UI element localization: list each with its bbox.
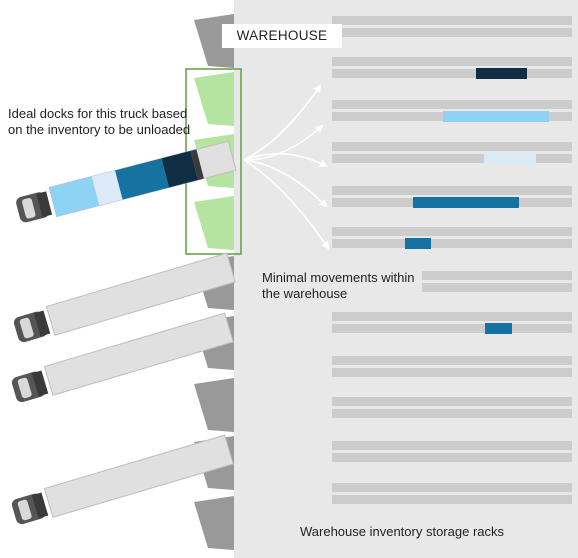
rack bbox=[332, 227, 572, 249]
truck-windshield bbox=[17, 377, 32, 399]
truck-windshield bbox=[17, 499, 32, 521]
rack bbox=[332, 483, 572, 504]
rack-bar bbox=[332, 16, 572, 25]
cargo-block bbox=[91, 170, 123, 206]
dock bbox=[194, 496, 234, 550]
inventory-block bbox=[485, 323, 512, 334]
rack-bar bbox=[332, 495, 572, 504]
rack-bar bbox=[422, 283, 572, 292]
ideal-docks-note: Ideal docks for this truck based on the … bbox=[8, 106, 191, 137]
rack-bar bbox=[332, 100, 572, 109]
rack-bar bbox=[332, 312, 572, 321]
truck-cab-back bbox=[31, 492, 49, 519]
dock bbox=[194, 378, 234, 432]
truck-cab-back bbox=[31, 370, 49, 397]
ideal-dock bbox=[194, 72, 234, 126]
storage-racks bbox=[332, 16, 572, 504]
truck bbox=[11, 312, 234, 403]
rack bbox=[422, 271, 572, 292]
trailer bbox=[43, 434, 234, 518]
flow-arrow bbox=[243, 124, 324, 161]
flow-arrow bbox=[243, 152, 328, 167]
truck-windshield bbox=[22, 197, 36, 219]
rack-bar bbox=[332, 397, 572, 406]
truck bbox=[16, 140, 237, 223]
rack bbox=[332, 186, 572, 208]
cargo-block bbox=[49, 176, 100, 217]
rack-bar bbox=[332, 368, 572, 377]
rack bbox=[332, 441, 572, 462]
trucks bbox=[11, 140, 237, 525]
rack-bar bbox=[332, 69, 572, 78]
rack-bar bbox=[332, 142, 572, 151]
rack bbox=[332, 356, 572, 377]
inventory-block bbox=[443, 111, 549, 122]
trailer bbox=[45, 252, 236, 336]
inventory-block bbox=[405, 238, 431, 249]
trailer-door bbox=[190, 149, 204, 180]
inventory-block bbox=[484, 153, 536, 164]
rack-bar bbox=[332, 227, 572, 236]
rack-bar bbox=[332, 441, 572, 450]
rack-bar bbox=[332, 453, 572, 462]
warehouse-label: WAREHOUSE bbox=[222, 24, 342, 48]
rack-bar bbox=[332, 57, 572, 66]
rack-bar bbox=[332, 28, 572, 37]
rack-bar bbox=[332, 483, 572, 492]
flow-arrow bbox=[243, 84, 322, 161]
rack-bar bbox=[332, 409, 572, 418]
rack bbox=[332, 100, 572, 122]
truck bbox=[13, 252, 236, 343]
minimal-movements-note: Minimal movements within the warehouse bbox=[262, 270, 415, 301]
truck bbox=[11, 434, 234, 525]
cargo-block bbox=[161, 150, 199, 188]
truck-cab-back bbox=[33, 310, 51, 337]
rack-bar bbox=[332, 239, 572, 248]
rack-bar bbox=[332, 324, 572, 333]
cargo-block bbox=[115, 158, 170, 200]
storage-racks-label: Warehouse inventory storage racks bbox=[300, 524, 505, 539]
rack bbox=[332, 312, 572, 334]
rack bbox=[332, 57, 572, 79]
rack-bar bbox=[332, 356, 572, 365]
rack-bar bbox=[332, 186, 572, 195]
rack bbox=[332, 397, 572, 418]
flow-arrow bbox=[243, 159, 328, 208]
rack-bar bbox=[422, 271, 572, 280]
inventory-block bbox=[476, 68, 527, 79]
rack bbox=[332, 142, 572, 164]
rack-bar bbox=[332, 154, 572, 163]
flow-arrows bbox=[243, 84, 330, 250]
rack bbox=[332, 16, 572, 37]
inventory-block bbox=[413, 197, 519, 208]
truck-cab-back bbox=[36, 191, 53, 218]
flow-arrow bbox=[243, 159, 330, 250]
trailer bbox=[43, 312, 234, 396]
ideal-dock bbox=[194, 196, 234, 250]
truck-windshield bbox=[19, 317, 34, 339]
